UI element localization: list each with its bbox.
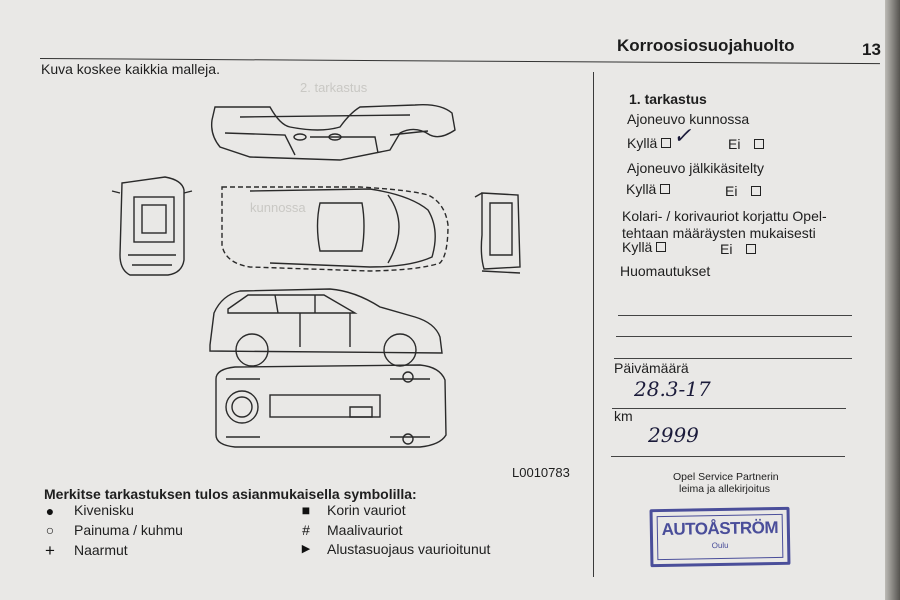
date-line	[612, 408, 846, 409]
legend-body-damage: Korin vauriot	[327, 502, 406, 518]
stamp-name: AUTOÅSTRÖM	[661, 517, 779, 540]
q3-no-checkbox[interactable]	[746, 244, 757, 254]
inspection-heading: 1. tarkastus	[629, 91, 707, 107]
car-rear-view	[474, 192, 521, 274]
date-label: Päivämäärä	[614, 360, 689, 376]
question-vehicle-ok: Ajoneuvo kunnossa	[627, 111, 750, 127]
legend-scratch: Naarmut	[74, 542, 128, 558]
stone-chip-symbol: ●	[45, 503, 55, 519]
legend-underbody-damage: Alustasuojaus vaurioitunut	[327, 541, 491, 557]
q3-yes: Kyllä	[622, 239, 667, 255]
underbody-damage-symbol: ▶	[301, 543, 311, 555]
car-side-view	[209, 288, 443, 367]
paint-damage-symbol: #	[302, 522, 310, 538]
remarks-label: Huomautukset	[620, 263, 711, 279]
page-edge	[885, 0, 900, 600]
partner-line-2: leima ja allekirjoitus	[679, 483, 771, 495]
legend-dent: Painuma / kuhmu	[74, 522, 183, 538]
q2-yes: Kyllä	[626, 181, 671, 197]
km-label: km	[614, 408, 633, 424]
car-underbody-view	[215, 364, 447, 448]
car-top-view	[210, 103, 456, 161]
remarks-line-1	[618, 315, 852, 316]
show-through-text: 2. tarkastus	[300, 80, 368, 95]
legend-paint-damage: Maalivauriot	[327, 522, 403, 538]
q3-no: Ei	[720, 241, 757, 257]
car-diagram	[111, 103, 521, 448]
column-divider	[593, 72, 594, 577]
partner-line-1: Opel Service Partnerin	[673, 471, 779, 483]
q1-no: Ei	[728, 136, 765, 152]
car-front-view	[111, 176, 193, 276]
page-title: Korroosiosuojahuolto	[617, 36, 795, 55]
q3-yes-checkbox[interactable]	[656, 242, 667, 252]
remarks-line-3	[614, 358, 852, 359]
show-through-text: kunnossa	[250, 200, 306, 215]
legend-stone-chip: Kivenisku	[74, 502, 134, 518]
q1-yes-checkbox[interactable]	[661, 138, 672, 148]
q1-check-mark: ✓	[673, 124, 692, 149]
figure-code: L0010783	[512, 465, 570, 480]
remarks-line-2	[616, 336, 852, 337]
date-value: 28.3-17	[634, 377, 711, 401]
body-damage-symbol: ■	[301, 502, 311, 518]
km-line	[611, 456, 845, 457]
km-value: 2999	[648, 423, 699, 447]
q2-yes-checkbox[interactable]	[660, 184, 671, 194]
question-aftertreated: Ajoneuvo jälkikäsitelty	[627, 160, 764, 176]
scratch-symbol: +	[45, 541, 55, 560]
question-repairs-line2: tehtaan määräysten mukaisesti	[622, 225, 816, 241]
question-repairs-line1: Kolari- / korivauriot korjattu Opel-	[622, 208, 827, 224]
q2-no: Ei	[725, 183, 762, 199]
car-outline-view	[221, 186, 449, 272]
page-number: 13	[862, 40, 881, 59]
intro-text: Kuva koskee kaikkia malleja.	[41, 61, 220, 77]
q1-yes: Kyllä	[627, 135, 672, 151]
dealer-stamp: AUTOÅSTRÖM Oulu	[649, 506, 791, 568]
dent-symbol: ○	[45, 522, 55, 538]
legend-title: Merkitse tarkastuksen tulos asianmukaise…	[44, 486, 417, 502]
q1-no-checkbox[interactable]	[754, 139, 765, 149]
q2-no-checkbox[interactable]	[751, 186, 762, 196]
